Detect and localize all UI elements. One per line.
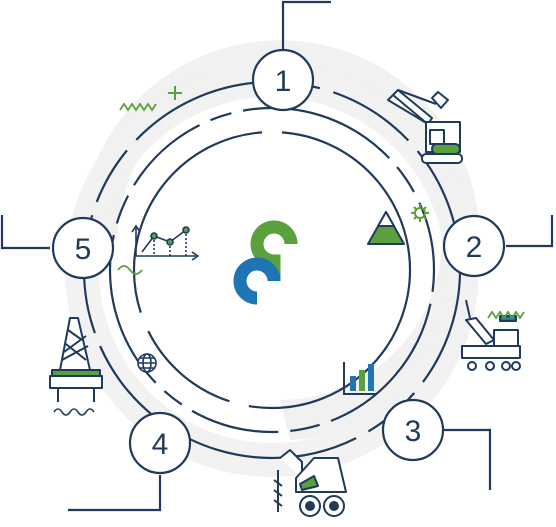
wave-icon-top-left (119, 102, 157, 112)
line-chart-icon (131, 224, 200, 261)
step-4-circle: 4 (128, 411, 192, 475)
step-2-circle: 2 (442, 214, 506, 278)
step-3-circle: 3 (381, 398, 445, 462)
drilling-rig-icon (273, 449, 347, 517)
wave-icon (487, 310, 525, 320)
gear-icon (411, 204, 429, 222)
center-logo (233, 220, 298, 305)
bar-chart-icon (343, 362, 376, 395)
step-1-number: 1 (275, 65, 292, 98)
step-4-number: 4 (152, 428, 169, 461)
excavator-icon (387, 89, 463, 164)
plus-icon (168, 86, 182, 100)
step-1-circle: 1 (251, 48, 315, 112)
connector-lines (0, 0, 554, 512)
wave-icon-left (117, 265, 143, 275)
oil-rig-icon (49, 317, 103, 402)
step-5-number: 5 (75, 233, 92, 266)
inner-ring (132, 130, 412, 410)
wave-icon-bottom-left (53, 408, 95, 416)
mountain-icon (367, 211, 405, 245)
globe-icon (137, 353, 157, 373)
step-3-number: 3 (405, 415, 422, 448)
step-5-circle: 5 (51, 216, 115, 280)
step-2-number: 2 (466, 231, 483, 264)
crane-truck-icon (461, 299, 521, 371)
